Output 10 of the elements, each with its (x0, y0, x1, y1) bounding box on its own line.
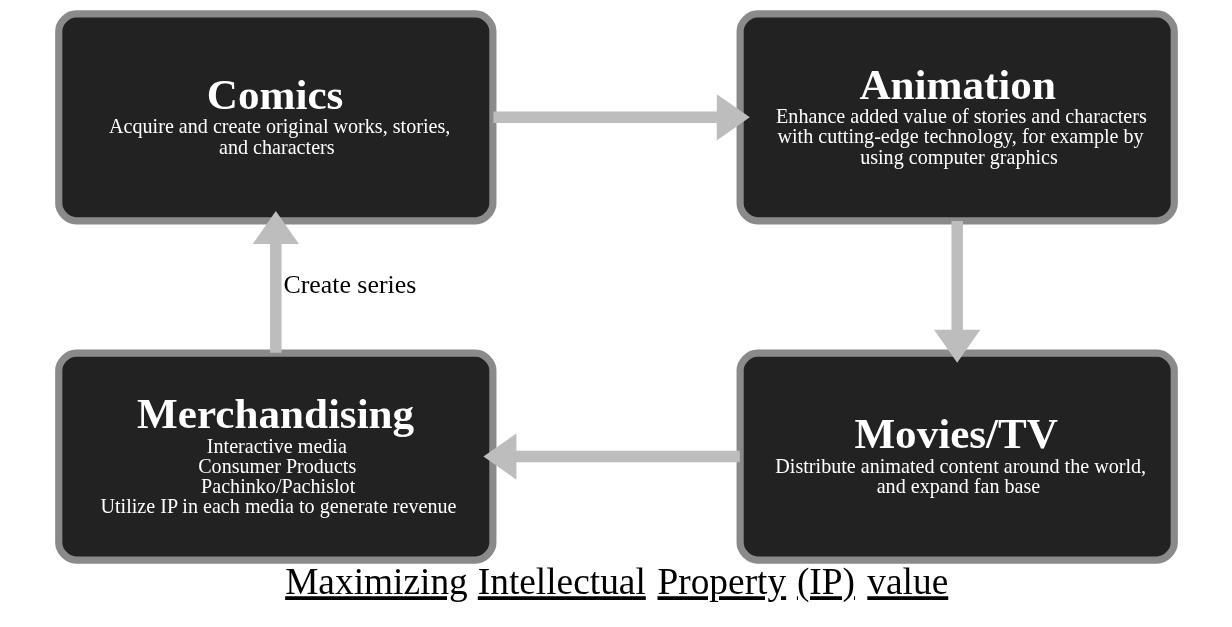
edge-label: Create series (282, 270, 416, 300)
node-box: Movies/TV Distribute animated content around the world, and expand fan base (736, 349, 1178, 564)
diagram-title: Maximizing Intellectual Property (IP) value (284, 561, 948, 603)
node-box: Animation Enhance added value of stories and characters with cutting-edge technology, for example by using computer graphics (736, 10, 1178, 225)
node-box: Merchandising Interactive media Consumer Products Pachinko/Pachislot Utilize IP in each media to generate revenue (54, 349, 496, 564)
node-box: Comics Acquire and create original works, stories, and characters (54, 10, 496, 225)
arrow (252, 211, 299, 353)
arrow (482, 433, 740, 480)
arrow (933, 221, 980, 363)
arrow (492, 94, 750, 141)
